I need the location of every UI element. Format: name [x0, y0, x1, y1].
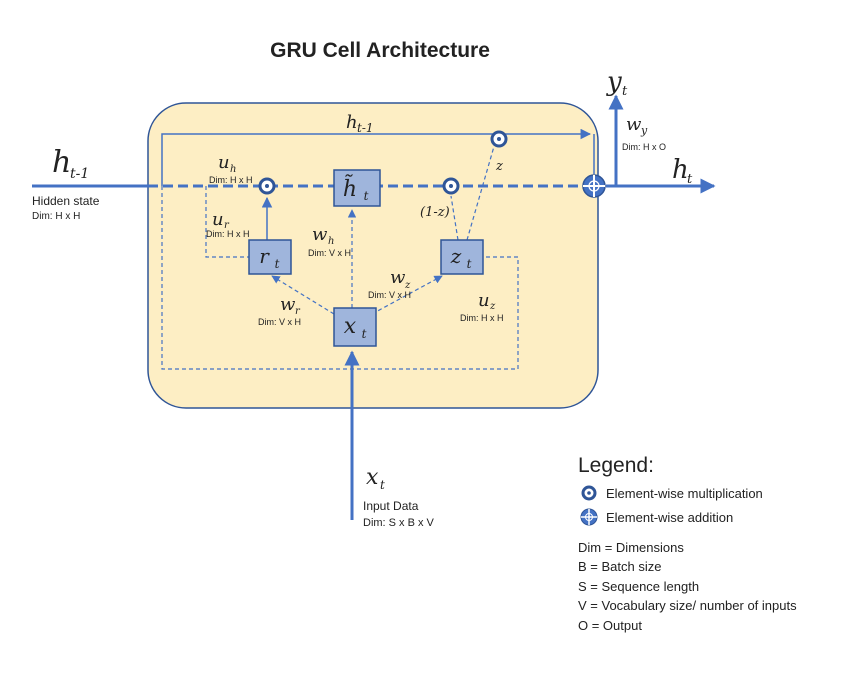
x-input-symbol: x: [366, 465, 379, 490]
multiply-icon: [581, 485, 597, 501]
uz-dim: Dim: H x H: [460, 313, 504, 323]
h-prev-top-path: [161, 128, 592, 186]
uh-symbol: u: [218, 152, 230, 173]
candidate-h-box: h̃ t: [333, 169, 381, 207]
wy-dim: Dim: H x O: [622, 142, 666, 152]
multiply-icon: [490, 130, 508, 148]
x-input-sub: t: [380, 478, 385, 492]
hidden-state-label: Hidden state: [32, 194, 100, 208]
wz-path: [371, 275, 443, 315]
legend-definition: B = Batch size: [578, 559, 661, 574]
gate-r-sub: t: [275, 257, 280, 271]
diagram-title: GRU Cell Architecture: [270, 39, 490, 62]
wy-sub: y: [640, 124, 648, 137]
z-to-one-minus-path: [450, 195, 459, 241]
one-minus-z-label: (1-z): [420, 205, 450, 220]
candidate-h-sub: t: [364, 189, 369, 203]
uz-symbol: u: [478, 290, 490, 311]
h-prev-symbol: h: [52, 145, 71, 180]
legend-title: Legend:: [578, 454, 654, 477]
add-icon: [580, 508, 598, 526]
uh-sub: h: [230, 164, 236, 175]
legend-item-multiply: Element-wise multiplication: [606, 486, 763, 501]
hidden-state-dim: Dim: H x H: [32, 211, 80, 222]
input-x-box: x t: [333, 307, 377, 347]
candidate-h-symbol: h̃: [343, 175, 357, 202]
wy-symbol: w: [626, 114, 642, 135]
h-prev-sub: t-1: [70, 166, 89, 182]
legend-definition: V = Vocabulary size/ number of inputs: [578, 598, 797, 613]
uh-dim: Dim: H x H: [209, 175, 253, 185]
multiply-icon: [258, 177, 276, 195]
legend-definition: S = Sequence length: [578, 579, 699, 594]
input-x-box-symbol: x: [344, 314, 357, 339]
ur-dim: Dim: H x H: [206, 229, 250, 239]
add-icon: [582, 174, 606, 198]
y-symbol: y: [606, 67, 622, 97]
gate-r: r t: [248, 239, 292, 275]
gate-z-symbol: z: [450, 244, 462, 268]
wz-dim: Dim: V x H: [368, 290, 411, 300]
wr-path: [271, 275, 335, 315]
h-top-sub: t-1: [357, 121, 374, 135]
legend-item-add: Element-wise addition: [606, 510, 733, 525]
ur-symbol: u: [212, 209, 224, 230]
h-out-sub: t: [687, 172, 693, 187]
uz-sub: z: [489, 301, 496, 312]
gate-r-symbol: r: [259, 244, 270, 268]
y-sub: t: [622, 84, 628, 99]
z-to-top-mult-path: [466, 142, 496, 241]
gate-z-sub: t: [467, 257, 472, 271]
wr-symbol: w: [280, 294, 296, 315]
wz-sub: z: [404, 280, 411, 291]
legend-definition: O = Output: [578, 618, 642, 633]
wz-symbol: w: [390, 267, 406, 288]
h-top-symbol: h: [346, 112, 358, 133]
input-x-box-sub: t: [362, 327, 367, 341]
legend: Legend: Element-wise multiplication Elem…: [578, 454, 797, 633]
legend-definition: Dim = Dimensions: [578, 540, 684, 555]
wr-sub: r: [295, 306, 301, 317]
ur-sub: r: [224, 220, 230, 231]
h-out-symbol: h: [672, 155, 689, 185]
input-data-label: Input Data: [363, 499, 419, 513]
z-label: z: [495, 159, 503, 174]
multiply-icon: [442, 177, 460, 195]
ur-path: [205, 186, 249, 258]
wh-dim: Dim: V x H: [308, 248, 351, 258]
bottom-loop-path: [161, 186, 519, 370]
input-data-dim: Dim: S x B x V: [363, 517, 435, 529]
gate-z: z t: [440, 239, 484, 275]
gru-cell-box: [147, 102, 599, 409]
wr-dim: Dim: V x H: [258, 317, 301, 327]
wh-sub: h: [328, 236, 334, 247]
wh-symbol: w: [312, 224, 328, 245]
